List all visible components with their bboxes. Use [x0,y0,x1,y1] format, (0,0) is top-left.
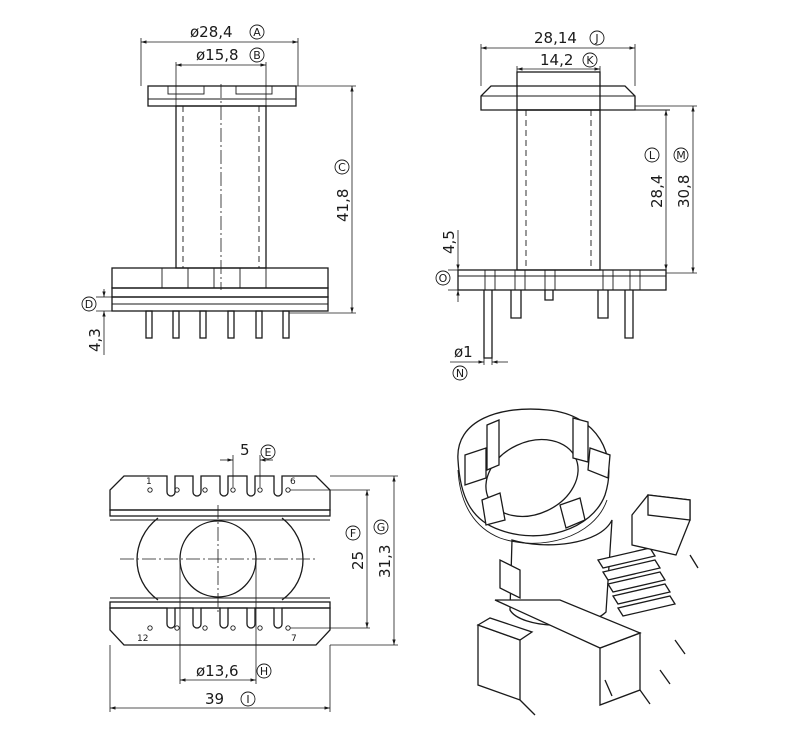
dim-h-value: ø13,6 [196,662,239,680]
front-view: ø28,4 A ø15,8 B 41,8 C 4,3 D [81,23,356,355]
dim-l-value: 28,4 [648,175,666,208]
isometric-view [457,408,699,716]
pin-label-7: 7 [291,634,297,644]
dim-h-letter: H [260,665,268,678]
dim-e-value: 5 [240,441,250,459]
dim-k-letter: K [586,54,594,67]
dim-c-letter: C [338,161,346,174]
dim-n-value: ø1 [454,343,473,361]
dim-c-value: 41,8 [334,189,352,222]
dim-o-letter: O [439,272,448,285]
dim-m-letter: M [676,149,686,162]
dim-i-letter: I [246,693,249,706]
dim-f-value: 25 [349,551,367,570]
dim-g-value: 31,3 [376,545,394,578]
dim-g-letter: G [377,521,386,534]
pin-label-1: 1 [146,477,152,487]
dim-j-value: 28,14 [534,29,577,47]
dim-m-value: 30,8 [675,175,693,208]
dim-d-letter: D [85,298,93,311]
pin-label-6: 6 [290,477,296,487]
dim-n-letter: N [456,367,464,380]
dim-a-letter: A [253,26,261,39]
dim-o-value: 4,5 [440,230,458,254]
dim-b-letter: B [253,49,261,62]
dim-i-value: 39 [205,690,224,708]
dim-k-value: 14,2 [540,51,573,69]
dim-j-letter: J [594,32,598,45]
dim-d-value: 4,3 [86,328,104,352]
dim-e-letter: E [265,446,272,459]
dim-a-value: ø28,4 [190,23,233,41]
pin-label-12: 12 [137,634,148,644]
dim-b-value: ø15,8 [196,46,239,64]
side-view: 28,14 J 14,2 K 28,4 L 30,8 M 4,5 O [435,29,697,381]
dim-l-letter: L [649,149,656,162]
dim-f-letter: F [350,527,356,540]
bottom-view: 1 6 12 7 5 E 25 F 31,3 G [109,441,398,712]
